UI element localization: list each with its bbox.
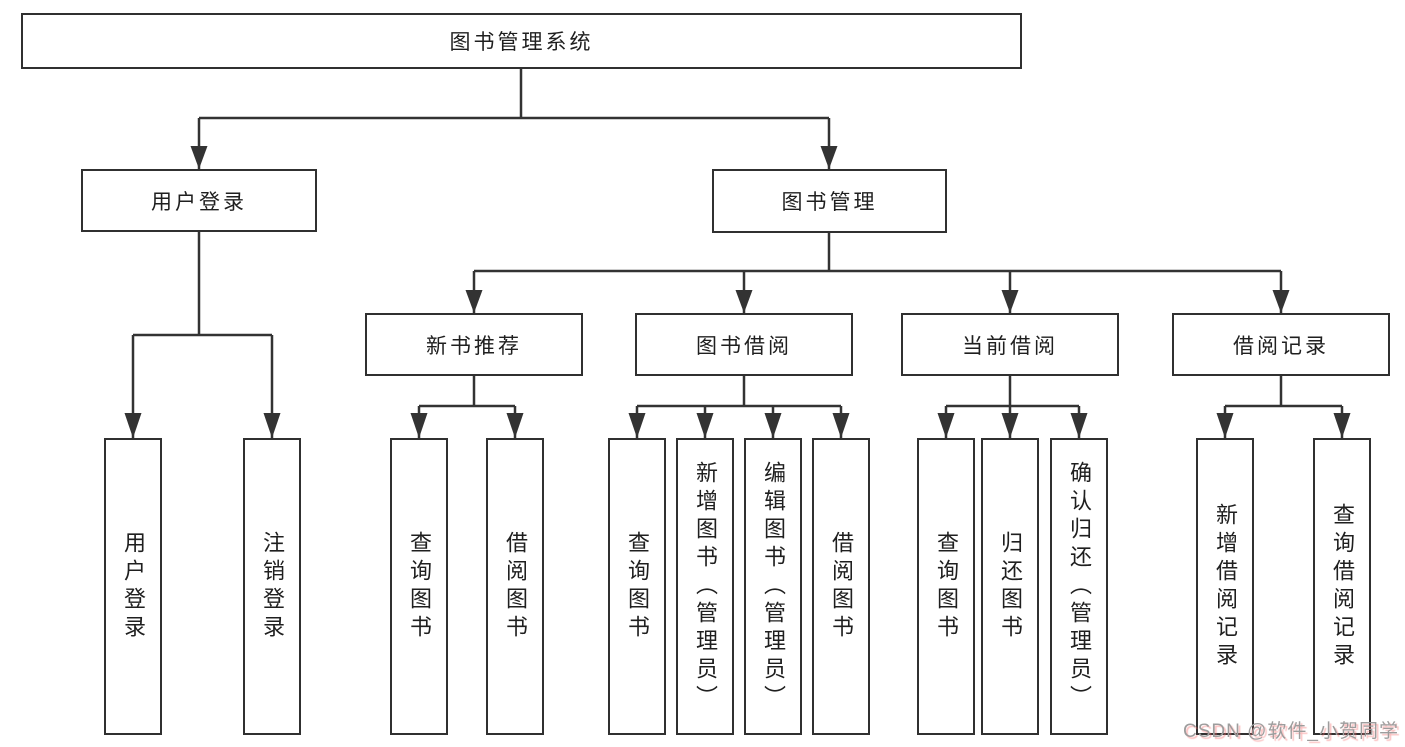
leaf-label: 查询图书 — [625, 530, 650, 643]
leaf-user-login: 用户登录 — [104, 438, 162, 735]
node-book-borrow: 图书借阅 — [635, 313, 853, 376]
arrow-down-icon — [937, 413, 955, 438]
leaf-label: 新增图书（管理员） — [693, 460, 718, 713]
arrow-down-icon — [410, 413, 428, 438]
node-new-book-recommend: 新书推荐 — [365, 313, 583, 376]
arrow-down-icon — [124, 413, 142, 438]
arrow-down-icon — [820, 146, 838, 169]
arrow-down-icon — [735, 290, 753, 313]
arrow-down-icon — [190, 146, 208, 169]
arrow-down-icon — [1216, 413, 1234, 438]
csdn-watermark: CSDN @软件_小贺同学 — [1183, 721, 1399, 742]
arrow-down-icon — [832, 413, 850, 438]
leaf-return-books: 归还图书 — [981, 438, 1039, 735]
node-user-login: 用户登录 — [81, 169, 317, 232]
arrow-down-icon — [506, 413, 524, 438]
arrow-down-icon — [628, 413, 646, 438]
leaf-label: 借阅图书 — [829, 530, 854, 643]
node-label: 新书推荐 — [426, 334, 522, 358]
leaf-borrow-books: 借阅图书 — [812, 438, 870, 735]
arrowhead-icons — [124, 146, 1351, 438]
node-label: 图书借阅 — [696, 334, 792, 358]
leaf-logout: 注销登录 — [243, 438, 301, 735]
leaf-label: 借阅图书 — [503, 530, 528, 643]
leaf-edit-books-admin: 编辑图书（管理员） — [744, 438, 802, 735]
leaf-confirm-return-admin: 确认归还（管理员） — [1050, 438, 1108, 735]
leaf-label: 用户登录 — [121, 530, 146, 643]
arrow-down-icon — [764, 413, 782, 438]
leaf-add-books-admin: 新增图书（管理员） — [676, 438, 734, 735]
node-label: 借阅记录 — [1233, 334, 1329, 358]
leaf-label: 注销登录 — [260, 530, 285, 643]
arrow-down-icon — [696, 413, 714, 438]
leaf-label: 归还图书 — [998, 530, 1023, 643]
node-label: 图书管理 — [781, 191, 878, 214]
node-borrow-records: 借阅记录 — [1172, 313, 1390, 376]
leaf-label: 确认归还（管理员） — [1067, 460, 1092, 713]
arrow-down-icon — [1070, 413, 1088, 438]
leaf-add-borrow-record: 新增借阅记录 — [1196, 438, 1254, 735]
leaf-label: 编辑图书（管理员） — [761, 460, 786, 713]
node-label: 图书管理系统 — [449, 31, 594, 54]
leaf-label: 查询图书 — [407, 530, 432, 643]
node-label: 当前借阅 — [962, 334, 1058, 358]
leaf-borrow-books-recommend: 借阅图书 — [486, 438, 544, 735]
arrow-down-icon — [263, 413, 281, 438]
arrow-down-icon — [1001, 413, 1019, 438]
node-current-borrow: 当前借阅 — [901, 313, 1119, 376]
arrow-down-icon — [1272, 290, 1290, 313]
leaf-query-books-current: 查询图书 — [917, 438, 975, 735]
arrow-down-icon — [465, 290, 483, 313]
node-label: 用户登录 — [151, 190, 247, 214]
leaf-query-borrow-record: 查询借阅记录 — [1313, 438, 1371, 735]
arrow-down-icon — [1001, 290, 1019, 313]
leaf-label: 查询借阅记录 — [1330, 502, 1355, 671]
tree-edges — [131, 69, 1344, 438]
leaf-label: 新增借阅记录 — [1213, 502, 1238, 671]
leaf-label: 查询图书 — [934, 530, 959, 643]
leaf-query-books-recommend: 查询图书 — [390, 438, 448, 735]
node-book-management: 图书管理 — [712, 169, 947, 233]
arrow-down-icon — [1333, 413, 1351, 438]
node-library-management-system: 图书管理系统 — [21, 13, 1022, 69]
leaf-query-books-borrow: 查询图书 — [608, 438, 666, 735]
